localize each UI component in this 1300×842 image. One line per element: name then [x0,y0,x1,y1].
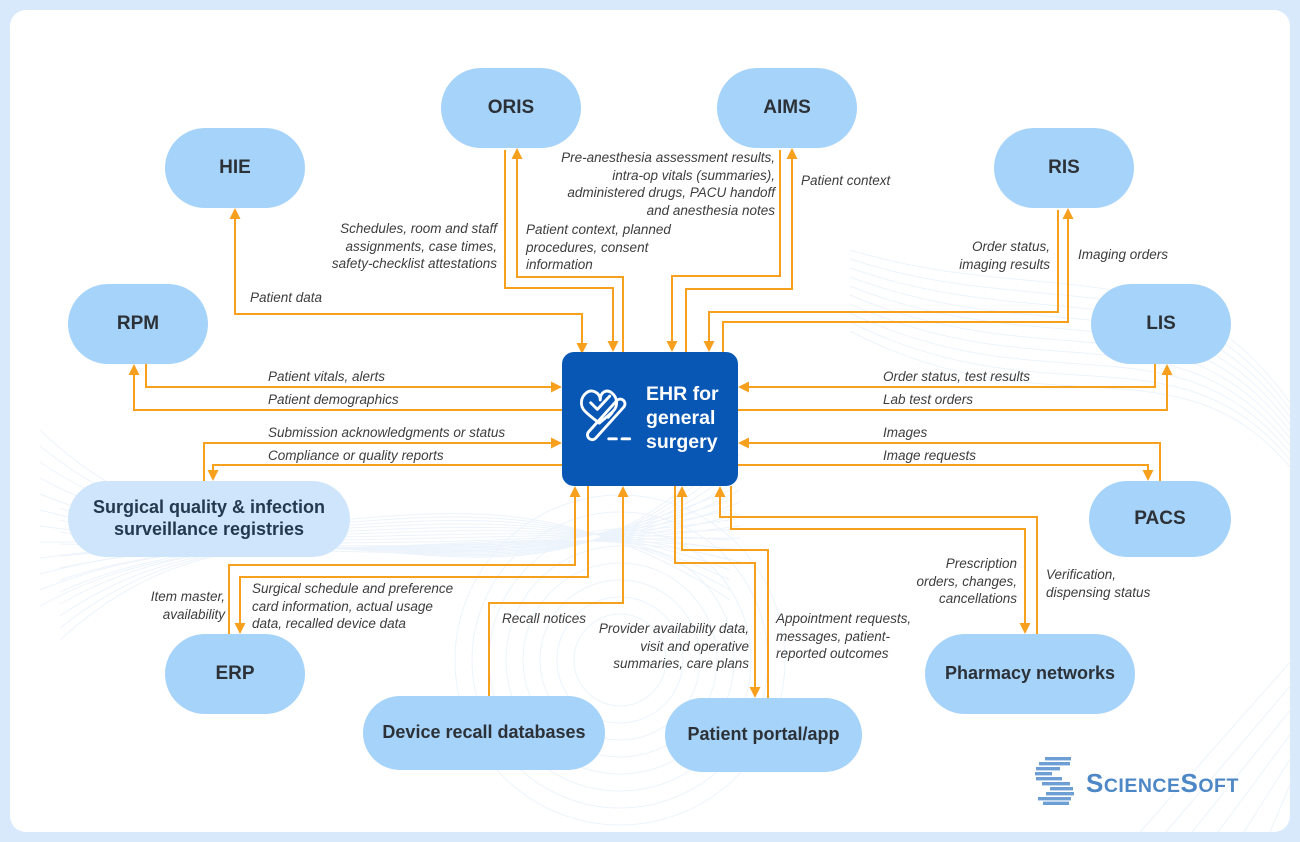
node-aims: AIMS [717,68,857,148]
node-surgical-quality-registries: Surgical quality & infection surveillanc… [68,481,350,557]
flow-label-schedules: Schedules, room and staff assignments, c… [331,221,497,272]
flow-label-item-master: Item master, availability [150,589,225,622]
node-hie: HIE [165,128,305,208]
flow-label-lab-test-orders: Lab test orders [883,392,974,407]
flow-label-patient-data: Patient data [250,290,323,305]
sciencesoft-stripes-icon [1035,757,1077,810]
node-oris: ORIS [441,68,581,148]
ehr-central-box: EHR for general surgery [562,352,738,486]
sciencesoft-logo: SCIENCESOFT [1035,757,1239,810]
flow-label-provider-availability: Provider availability data, visit and op… [598,621,749,672]
flow-label-surgical-schedule: Surgical schedule and preference card in… [252,581,454,632]
node-erp: ERP [165,634,305,714]
node-pacs: PACS [1089,481,1231,557]
flow-label-patient-context: Patient context [801,173,891,188]
node-lis: LIS [1091,284,1231,364]
flow-label-pre-anesthesia: Pre-anesthesia assessment results, intra… [561,150,775,218]
flow-label-submission-ack: Submission acknowledgments or status [268,425,506,440]
node-pharmacy-networks: Pharmacy networks [925,634,1135,714]
flow-label-verification: Verification, dispensing status [1046,567,1151,600]
flow-label-order-status-test: Order status, test results [883,369,1031,384]
flow-label-imaging-orders: Imaging orders [1078,247,1169,262]
heart-check-scalpel-icon [566,379,642,460]
flow-label-images: Images [883,425,928,440]
flow-label-patient-context-planned: Patient context, planned procedures, con… [526,222,671,273]
node-patient-portal-app: Patient portal/app [665,698,862,772]
node-ris: RIS [994,128,1134,208]
sciencesoft-logo-text: SCIENCESOFT [1086,768,1239,798]
flow-label-patient-vitals: Patient vitals, alerts [268,369,386,384]
flow-label-order-status-imaging: Order status, imaging results [959,239,1050,272]
flow-label-appointment-requests: Appointment requests, messages, patient-… [776,611,912,662]
flow-label-image-requests: Image requests [883,448,977,463]
flow-label-compliance: Compliance or quality reports [268,448,444,463]
flow-label-prescription-orders: Prescription orders, changes, cancellati… [916,556,1017,607]
node-rpm: RPM [68,284,208,364]
ehr-box-title: EHR for general surgery [646,383,719,453]
flow-label-patient-demographics: Patient demographics [268,392,399,407]
flow-label-recall-notices: Recall notices [502,611,587,626]
node-device-recall-databases: Device recall databases [363,696,605,770]
